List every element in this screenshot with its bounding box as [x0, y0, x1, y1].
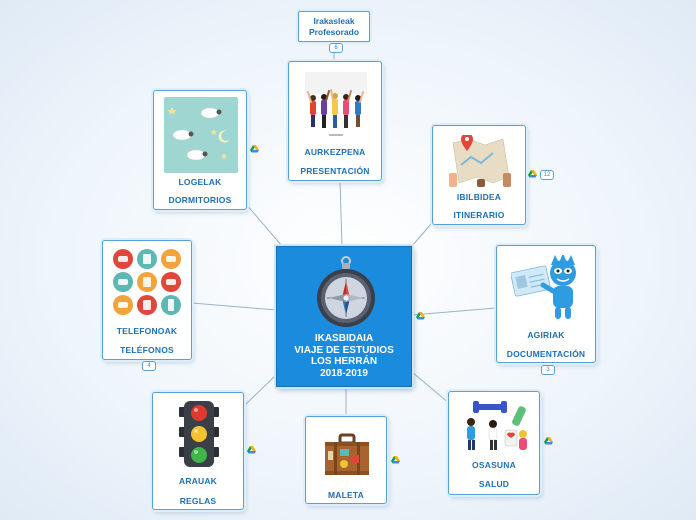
documentacion-label: DOCUMENTACIÓN: [506, 349, 586, 359]
aurkezpena-label: AURKEZPENA: [304, 147, 366, 157]
salud-label: SALUD: [478, 479, 510, 489]
agiriak-label: AGIRIAK: [527, 330, 565, 340]
aurkezpena-node[interactable]: AURKEZPENA PRESENTACIÓN: [288, 61, 382, 181]
central-topic-text: IKASBIDAIA VIAJE DE ESTUDIOS LOS HERRÁN …: [277, 333, 411, 379]
profesorado-node[interactable]: Irakasleak Profesorado: [298, 11, 370, 42]
connector-ibilbidea: [411, 222, 433, 247]
agiriak-count-badge[interactable]: 3: [541, 365, 555, 375]
profesorado-line1: Irakasleak: [313, 16, 355, 26]
map-pin-icon: [461, 135, 473, 151]
telefonoak-label: TELEFONOAK: [116, 326, 178, 336]
ibilbidea-label: IBILBIDEA: [456, 192, 502, 202]
presentation-people-image: [305, 72, 367, 136]
maleta-label: MALETA: [328, 490, 364, 500]
osasuna-label: OSASUNA: [472, 460, 516, 470]
logelak-node[interactable]: LOGELAK DORMITORIOS: [153, 90, 247, 210]
connector-arauak: [243, 374, 277, 407]
connector-agiriak: [411, 307, 497, 316]
reglas-label: REGLAS: [179, 496, 217, 506]
maleta-node[interactable]: MALETA: [305, 416, 387, 504]
central-title-line2: VIAJE DE ESTUDIOS: [294, 344, 394, 356]
compass-icon: [317, 256, 375, 327]
agiriak-node[interactable]: AGIRIAK DOCUMENTACIÓN: [496, 245, 596, 363]
traffic-light-icon: [179, 401, 219, 467]
central-topic[interactable]: IKASBIDAIA VIAJE DE ESTUDIOS LOS HERRÁN …: [276, 246, 412, 387]
logelak-label: LOGELAK: [178, 177, 222, 187]
health-image: [467, 401, 527, 450]
connector-telefonoak: [191, 302, 277, 311]
presentacion-label: PRESENTACIÓN: [300, 166, 370, 176]
ibilbidea-node[interactable]: IBILBIDEA ITINERARIO: [432, 125, 526, 225]
itinerario-label: ITINERARIO: [453, 210, 505, 220]
dormitorios-label: DORMITORIOS: [168, 195, 232, 205]
google-drive-icon[interactable]: [250, 145, 259, 153]
telefonoak-count-badge[interactable]: 4: [142, 361, 156, 371]
telephones-grid-image: [113, 249, 181, 315]
documentation-mascot-image: [511, 255, 576, 319]
central-title-line1: IKASBIDAIA: [314, 333, 374, 344]
arauak-node[interactable]: ARAUAK REGLAS: [152, 392, 244, 510]
google-drive-icon[interactable]: [247, 446, 256, 454]
telefonos-label: TELÉFONOS: [120, 345, 174, 355]
telefonoak-node[interactable]: TELEFONOAK TELÉFONOS: [102, 240, 192, 360]
suitcase-icon: [325, 433, 369, 475]
google-drive-icon[interactable]: [416, 312, 425, 320]
google-drive-icon[interactable]: [544, 437, 553, 445]
map-itinerary-image: [449, 135, 511, 187]
central-title-line4: 2018-2019: [320, 367, 368, 379]
profesorado-count-badge[interactable]: 6: [329, 43, 343, 53]
connector-logelak: [245, 203, 283, 247]
profesorado-line2: Profesorado: [308, 27, 360, 37]
google-drive-icon[interactable]: [391, 456, 400, 464]
connector-aurkezpena: [339, 179, 343, 247]
central-title-line3: LOS HERRÁN: [310, 356, 378, 367]
google-drive-icon[interactable]: [528, 170, 537, 178]
sleeping-sheep-image: [164, 97, 238, 173]
osasuna-node[interactable]: OSASUNA SALUD: [448, 391, 540, 495]
arauak-label: ARAUAK: [178, 476, 218, 486]
ibilbidea-count-badge[interactable]: 12: [540, 170, 554, 180]
connector-osasuna: [411, 371, 451, 405]
